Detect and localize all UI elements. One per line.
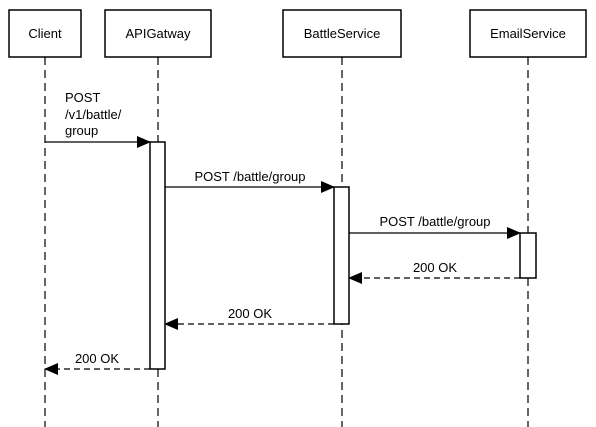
message-label: /v1/battle/: [65, 107, 122, 122]
participant-emailservice: EmailService: [469, 9, 587, 58]
participant-label: APIGatway: [125, 26, 191, 41]
message-200-ok-battle: 200 OK: [164, 306, 334, 330]
participant-client: Client: [8, 9, 82, 58]
activation-apigateway: [149, 141, 166, 370]
message-label: POST /battle/group: [379, 214, 490, 229]
message-post-battle-group-email: POST /battle/group: [349, 214, 521, 239]
message-200-ok-gateway: 200 OK: [44, 351, 150, 375]
participant-label: EmailService: [490, 26, 566, 41]
message-label: POST /battle/group: [194, 169, 305, 184]
participant-apigateway: APIGatway: [104, 9, 212, 58]
participant-battleservice: BattleService: [282, 9, 402, 58]
message-label: group: [65, 123, 98, 138]
message-post-battle-group: POST /battle/group: [165, 169, 335, 193]
participant-label: BattleService: [304, 26, 381, 41]
message-label: 200 OK: [228, 306, 272, 321]
message-post-v1-battle-group: POST /v1/battle/ group: [45, 90, 151, 148]
message-label: 200 OK: [75, 351, 119, 366]
message-label: POST: [65, 90, 100, 105]
message-label: 200 OK: [413, 260, 457, 275]
message-200-ok-email: 200 OK: [348, 260, 520, 284]
activation-emailservice: [519, 232, 537, 279]
participant-label: Client: [28, 26, 62, 41]
activation-battleservice: [333, 186, 350, 325]
